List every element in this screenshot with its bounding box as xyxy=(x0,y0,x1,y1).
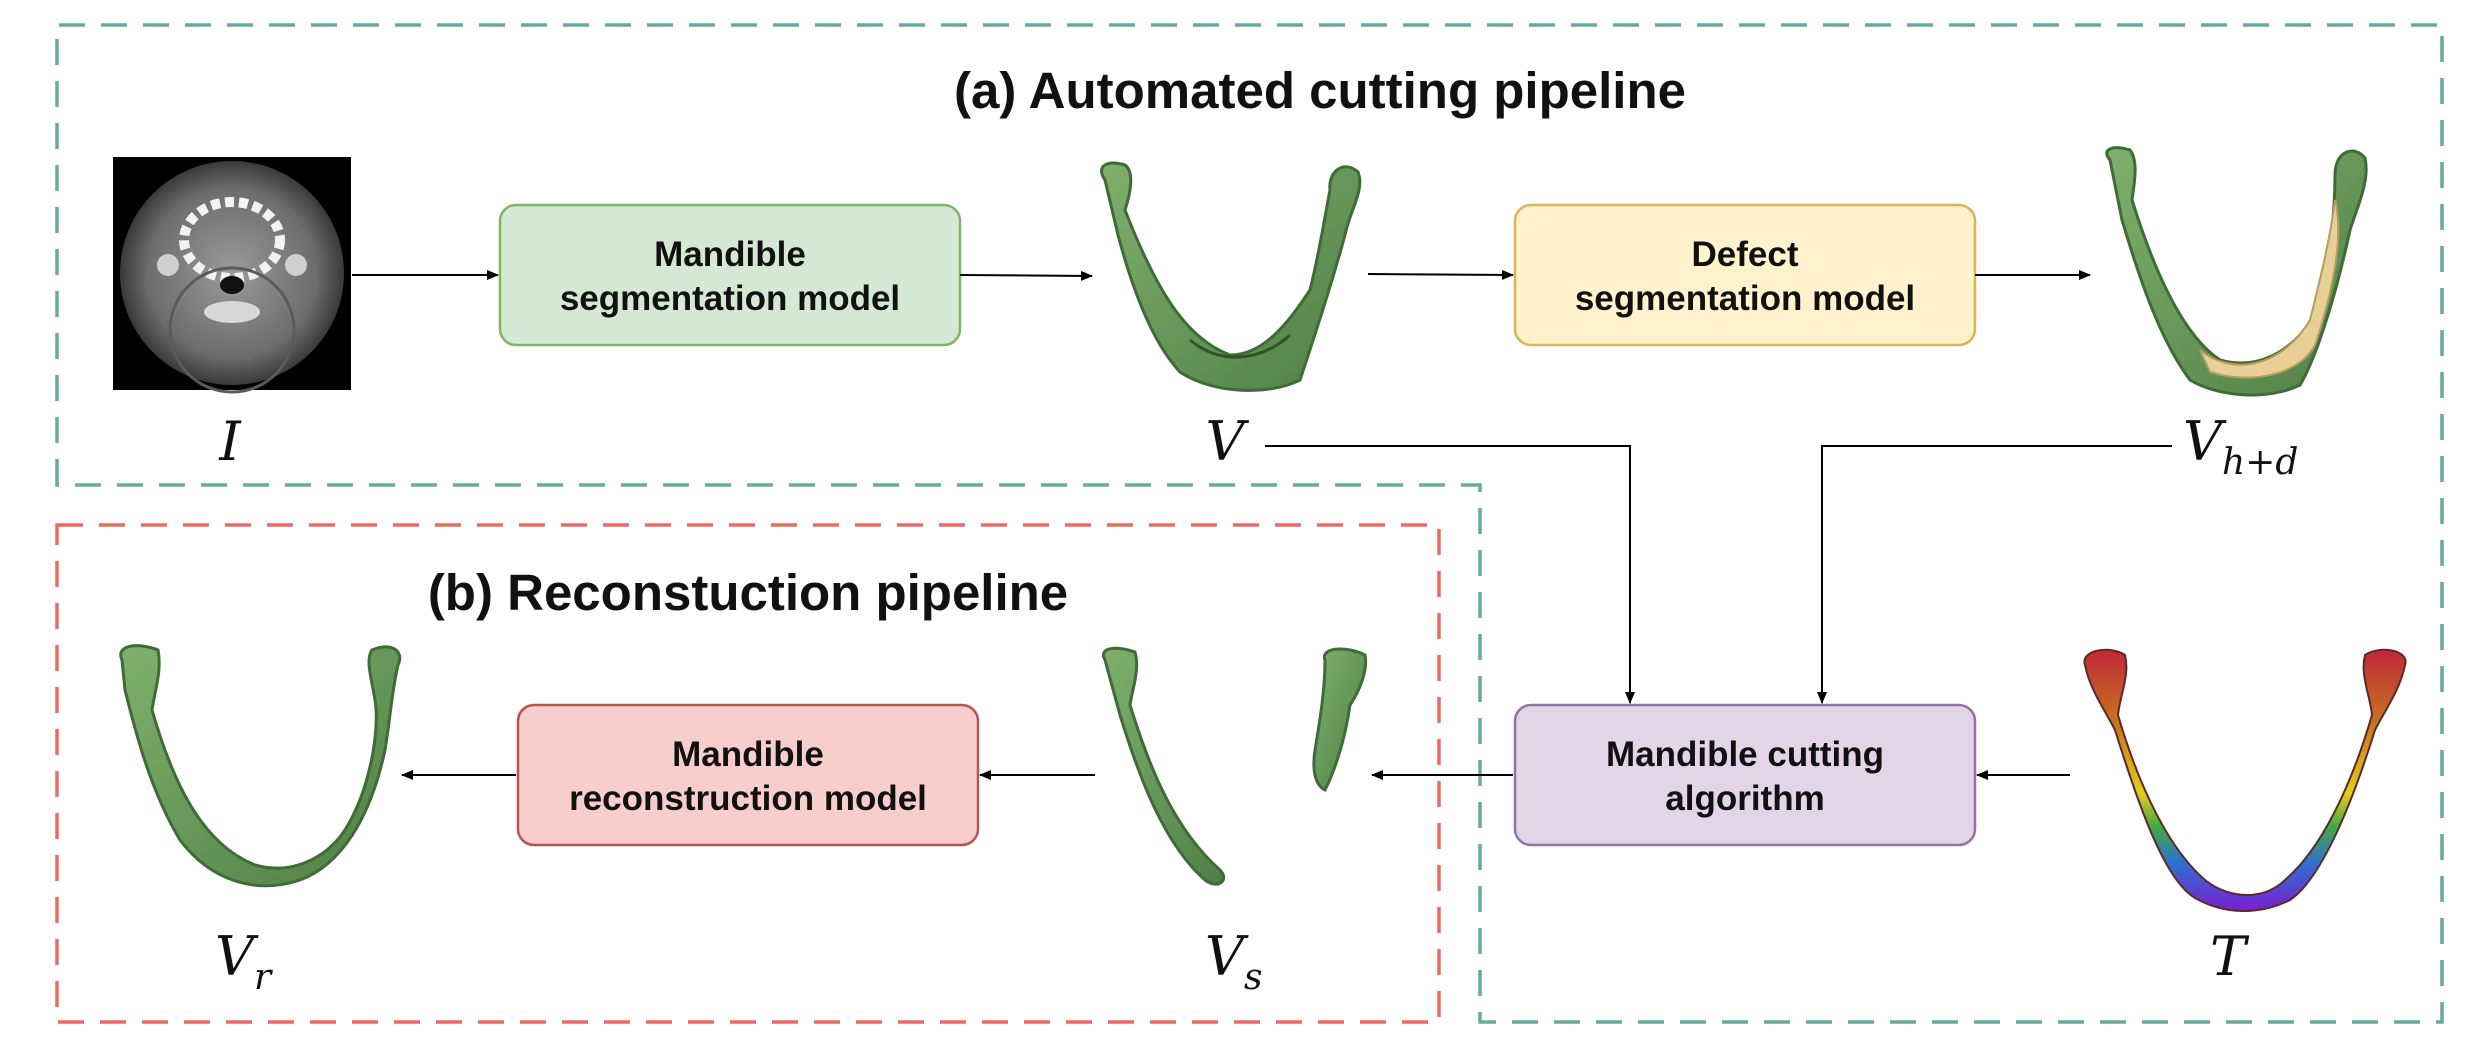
box-mandible-segmentation-line1: Mandible xyxy=(654,235,806,274)
box-mandible-reconstruction: Mandible reconstruction model xyxy=(516,703,980,847)
mandible-mesh-segmented xyxy=(1101,646,1368,886)
title-automated-cutting: (a) Automated cutting pipeline xyxy=(954,62,1686,119)
label-Vr: Vr xyxy=(215,925,273,998)
box-defect-segmentation-line1: Defect xyxy=(1692,235,1799,274)
mandible-mesh-reconstructed xyxy=(119,644,402,888)
ct-scan-image xyxy=(113,157,351,394)
arrow-V-to-cutting xyxy=(1265,445,1635,704)
mandible-template-colored xyxy=(2083,648,2407,912)
box-mandible-reconstruction-line1: Mandible xyxy=(672,735,824,774)
box-mandible-segmentation-line2: segmentation model xyxy=(560,279,900,318)
box-mandible-segmentation: Mandible segmentation model xyxy=(498,203,962,347)
arrow-seg-to-V xyxy=(959,270,1093,281)
frame-reconstruction xyxy=(55,523,1441,1024)
box-defect-segmentation-line2: segmentation model xyxy=(1575,279,1915,318)
arrows xyxy=(352,269,2172,780)
label-Vs: Vs xyxy=(1205,925,1262,998)
label-Vhd: Vh+d xyxy=(2183,410,2298,483)
arrow-Vhd-to-cutting xyxy=(1817,445,2172,704)
label-V: V xyxy=(1206,410,1250,473)
title-reconstruction: (b) Reconstuction pipeline xyxy=(428,564,1068,621)
label-I: I xyxy=(218,410,242,473)
box-mandible-cutting-line2: algorithm xyxy=(1665,779,1824,818)
label-T: T xyxy=(2210,925,2250,988)
mandible-mesh-healthy-defect xyxy=(2105,146,2368,397)
box-mandible-cutting: Mandible cutting algorithm xyxy=(1513,703,1977,847)
box-mandible-reconstruction-line2: reconstruction model xyxy=(569,779,927,818)
frame-automated-cutting xyxy=(55,23,2444,1024)
box-mandible-cutting-line1: Mandible cutting xyxy=(1606,735,1884,774)
box-defect-segmentation: Defect segmentation model xyxy=(1513,203,1977,347)
arrow-V-to-defect xyxy=(1367,269,1514,280)
mandible-mesh-V xyxy=(1100,161,1362,392)
